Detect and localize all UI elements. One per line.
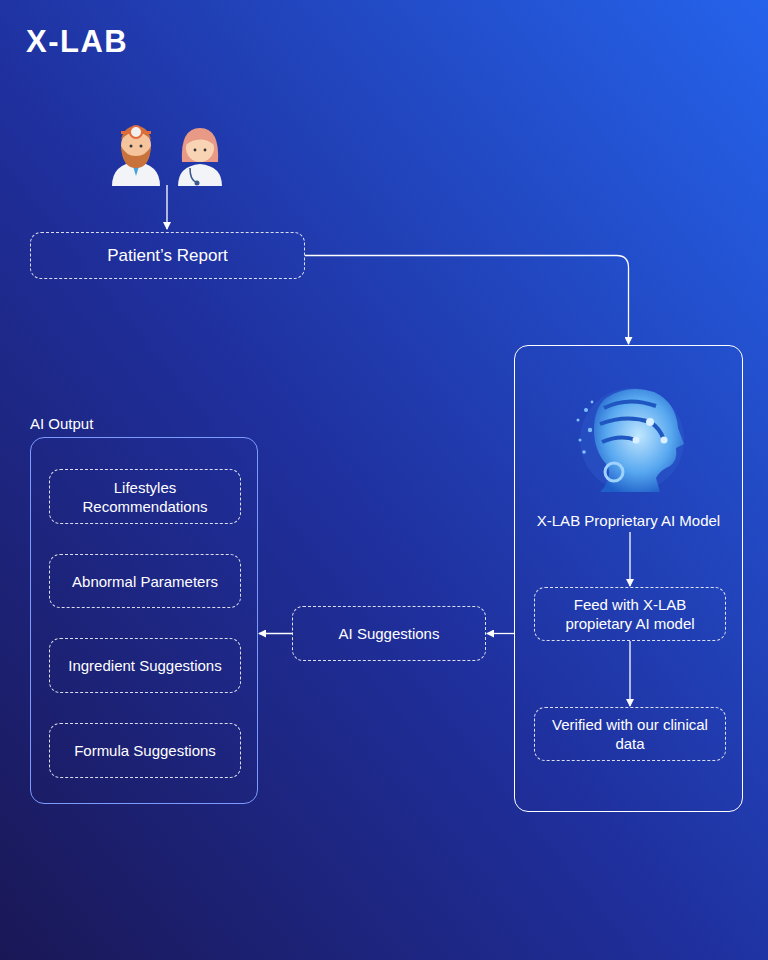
process-box: Feed with X-LAB propietary AI model <box>534 587 726 641</box>
process-box: Verified with our clinical data <box>534 707 726 761</box>
text-stack: Ingredient Suggestions <box>68 656 221 675</box>
box-text: Patient’s Report <box>107 245 228 266</box>
output-item-box: Formula Suggestions <box>49 723 241 778</box>
report-box: Patient’s Report <box>30 232 305 279</box>
text-stack: Abnormal Parameters <box>72 572 218 591</box>
flow-connector <box>629 532 630 586</box>
box-text: Formula Suggestions <box>74 741 216 760</box>
box-text: Abnormal Parameters <box>72 572 218 591</box>
text-stack: AI Suggestions <box>339 624 440 643</box>
output-item-box: Abnormal Parameters <box>49 554 241 608</box>
box-text: Verified with our clinical data <box>541 715 719 753</box>
doctor-icon <box>112 126 160 186</box>
output-item-box: Lifestyles Recommendations <box>49 469 241 524</box>
flow-connector <box>305 256 629 345</box>
box-text: Lifestyles Recommendations <box>56 478 234 516</box>
box-text: AI Suggestions <box>339 624 440 643</box>
panel-heading: X-LAB Proprietary AI Model <box>515 511 742 530</box>
panel-heading: AI Output <box>30 414 93 433</box>
output-item-box: Ingredient Suggestions <box>49 638 241 693</box>
suggestions-box: AI Suggestions <box>292 606 486 661</box>
leader-arrow <box>166 185 167 229</box>
brand-logo: X-LAB <box>26 24 128 60</box>
flow-connector <box>629 641 630 706</box>
text-stack: Formula Suggestions <box>74 741 216 760</box>
ai-model-panel: X-LAB Proprietary AI ModelFeed with X-LA… <box>514 345 743 812</box>
text-stack: Patient’s Report <box>107 245 228 266</box>
box-text: Feed with X-LAB propietary AI model <box>541 595 719 633</box>
text-stack: Verified with our clinical data <box>541 715 719 753</box>
nurse-icon <box>178 128 222 186</box>
flow-connector <box>487 633 514 634</box>
text-stack: Lifestyles Recommendations <box>56 478 234 516</box>
text-stack: Feed with X-LAB propietary AI model <box>541 595 719 633</box>
output-panel: AI OutputLifestyles RecommendationsAbnor… <box>30 437 258 804</box>
box-text: Ingredient Suggestions <box>68 656 221 675</box>
ai-head-illustration <box>577 388 685 492</box>
flow-connector <box>259 633 292 634</box>
